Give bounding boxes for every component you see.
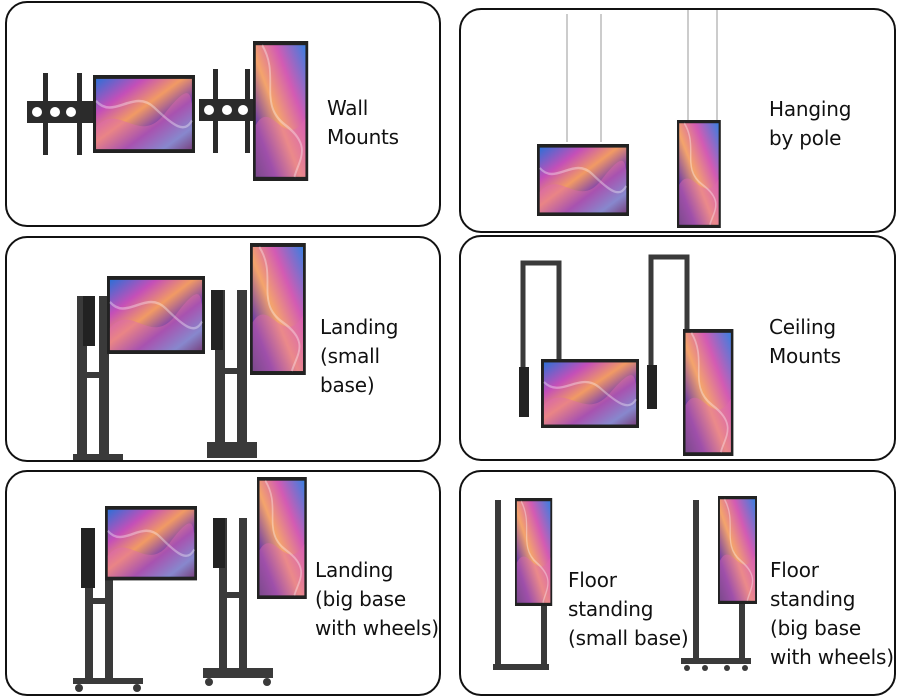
stand-wheels-left — [73, 528, 143, 692]
tv-landing-wheels-vertical — [255, 475, 309, 601]
hanging-wires — [566, 10, 718, 142]
tv-landing-vertical — [248, 241, 308, 377]
ceiling-frame-left — [520, 260, 562, 417]
tv-landing-wheels-horizontal — [103, 504, 199, 582]
ceiling-mounts-illustration — [519, 254, 735, 458]
tv-hanging-vertical — [675, 118, 722, 230]
label-landing-big-base-wheels: Landing (big base with wheels) — [315, 558, 439, 640]
tv-floor-small — [513, 496, 554, 608]
wall-mounts-illustration — [27, 39, 310, 183]
label-ceiling-mounts: Ceiling Mounts — [769, 315, 841, 368]
tv-hanging-horizontal — [535, 142, 631, 218]
panel-hanging-by-pole: Hanging by pole — [459, 8, 896, 233]
wall-bracket-horizontal — [27, 73, 97, 155]
ceiling-bracket-left — [519, 367, 529, 417]
panel-floor-standing: Floor standing (small base) Floor standi… — [459, 470, 896, 696]
panel-landing-small-base: Landing (small base) — [5, 236, 441, 462]
tv-floor-wheels — [716, 494, 759, 606]
hanging-illustration — [535, 10, 722, 230]
label-hanging-by-pole: Hanging by pole — [769, 97, 852, 150]
stand-right — [207, 290, 257, 458]
label-floor-standing-wheels: Floor standing (big base with wheels) — [770, 558, 894, 669]
label-floor-standing-small: Floor standing (small base) — [568, 568, 689, 650]
tv-ceiling-horizontal — [539, 357, 641, 430]
landing-big-illustration — [73, 475, 309, 692]
stand-left — [73, 296, 123, 460]
landing-small-illustration — [73, 241, 308, 460]
label-landing-small-base: Landing (small base) — [320, 315, 399, 397]
floor-standing-illustration — [493, 494, 759, 671]
tv-horizontal — [91, 73, 197, 155]
label-wall-mounts: Wall Mounts — [327, 96, 399, 149]
wall-bracket-vertical — [199, 69, 257, 153]
ceiling-bracket-right — [647, 365, 657, 409]
tv-vertical — [251, 39, 310, 183]
stand-wheels-right — [203, 518, 273, 686]
panel-ceiling-mounts: Ceiling Mounts — [459, 235, 896, 461]
tv-landing-horizontal — [105, 274, 207, 356]
panel-wall-mounts: Wall Mounts — [5, 1, 441, 227]
tv-ceiling-vertical — [681, 327, 735, 458]
panel-landing-big-base-wheels: Landing (big base with wheels) — [5, 470, 441, 696]
